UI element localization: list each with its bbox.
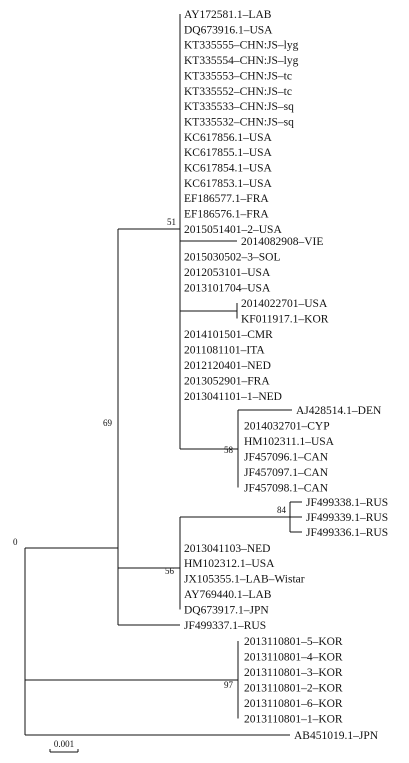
leaf-label: AY172581.1–LAB <box>184 9 272 21</box>
leaf-label: 2013052901–FRA <box>184 376 270 388</box>
leaf-label: JX105355.1–LAB–Wistar <box>184 574 305 586</box>
leaf-label: AJ428514.1–DEN <box>296 405 382 417</box>
bootstrap-n97: 97 <box>224 680 234 690</box>
leaf-label: 2013041103–NED <box>184 543 270 555</box>
leaf-label: 2015051401–2–USA <box>184 224 282 236</box>
leaf-label: KF011917.1–KOR <box>241 314 329 326</box>
leaf-label: 2013041101–1–NED <box>184 391 282 403</box>
leaf-label: 2011081101–ITA <box>184 345 265 357</box>
leaf-label: AB451019.1–JPN <box>294 730 379 742</box>
leaf-label: 2013101704–USA <box>184 283 271 295</box>
leaf-label: 2013110801–4–KOR <box>244 652 343 664</box>
leaf-label: DQ673917.1–JPN <box>184 605 269 617</box>
leaf-label: HM102312.1–USA <box>184 558 275 570</box>
bootstrap-n58: 58 <box>224 445 234 455</box>
leaf-label: KC617853.1–USA <box>184 178 273 190</box>
leaf-label: 2014022701–USA <box>241 298 328 310</box>
leaf-label: JF499337.1–RUS <box>184 620 266 632</box>
bootstrap-n56: 56 <box>165 566 175 576</box>
leaf-label: KT335555–CHN:JS–lyg <box>184 40 299 52</box>
leaf-label: 2013110801–2–KOR <box>244 683 343 695</box>
leaf-label: KC617856.1–USA <box>184 132 273 144</box>
bootstrap-root: 0 <box>13 537 18 547</box>
bootstrap-values: 51 69 58 84 56 0 97 <box>13 217 287 690</box>
leaf-label: JF457098.1–CAN <box>244 483 329 495</box>
leaf-label: 2013110801–6–KOR <box>244 698 343 710</box>
leaf-label: 2014082908–VIE <box>241 236 323 248</box>
leaf-label: JF499338.1–RUS <box>306 497 388 509</box>
leaf-label: HM102311.1–USA <box>244 436 335 448</box>
bootstrap-n69: 69 <box>103 418 113 428</box>
leaf-label: JF499339.1–RUS <box>306 512 388 524</box>
scale-bar-label: 0.001 <box>54 739 74 749</box>
leaf-label: KT335533–CHN:JS–sq <box>184 101 294 113</box>
leaf-label: 2013110801–1–KOR <box>244 714 343 726</box>
leaf-label: AY769440.1–LAB <box>184 589 272 601</box>
leaf-label: DQ673916.1–USA <box>184 24 273 36</box>
leaf-label: KT335552–CHN:JS–tc <box>184 86 292 98</box>
scale-bar: 0.001 <box>49 739 79 753</box>
leaf-label: KC617854.1–USA <box>184 163 273 175</box>
leaf-label: JF457096.1–CAN <box>244 452 329 464</box>
bootstrap-n84: 84 <box>277 505 287 515</box>
leaf-label: KT335553–CHN:JS–tc <box>184 70 292 82</box>
leaf-label: 2014032701–CYP <box>244 421 330 433</box>
leaf-label: EF186577.1–FRA <box>184 193 269 205</box>
leaf-label: JF457097.1–CAN <box>244 467 329 479</box>
leaf-label: EF186576.1–FRA <box>184 209 269 221</box>
leaf-label: KC617855.1–USA <box>184 147 273 159</box>
leaf-label: KT335554–CHN:JS–lyg <box>184 55 299 67</box>
leaf-label: 2013110801–5–KOR <box>244 636 343 648</box>
bootstrap-n51: 51 <box>167 217 176 227</box>
leaf-labels: AY172581.1–LAB DQ673916.1–USA KT335555–CHN… <box>184 9 388 742</box>
tree-branches <box>24 14 302 736</box>
leaf-label: JF499336.1–RUS <box>306 527 388 539</box>
leaf-label: 2012120401–NED <box>184 360 271 372</box>
leaf-label: 2015030502–3–SOL <box>184 252 280 264</box>
leaf-label: KT335532–CHN:JS–sq <box>184 116 294 128</box>
leaf-label: 2012053101–USA <box>184 267 271 279</box>
leaf-label: 2014101501–CMR <box>184 329 273 341</box>
leaf-label: 2013110801–3–KOR <box>244 667 343 679</box>
